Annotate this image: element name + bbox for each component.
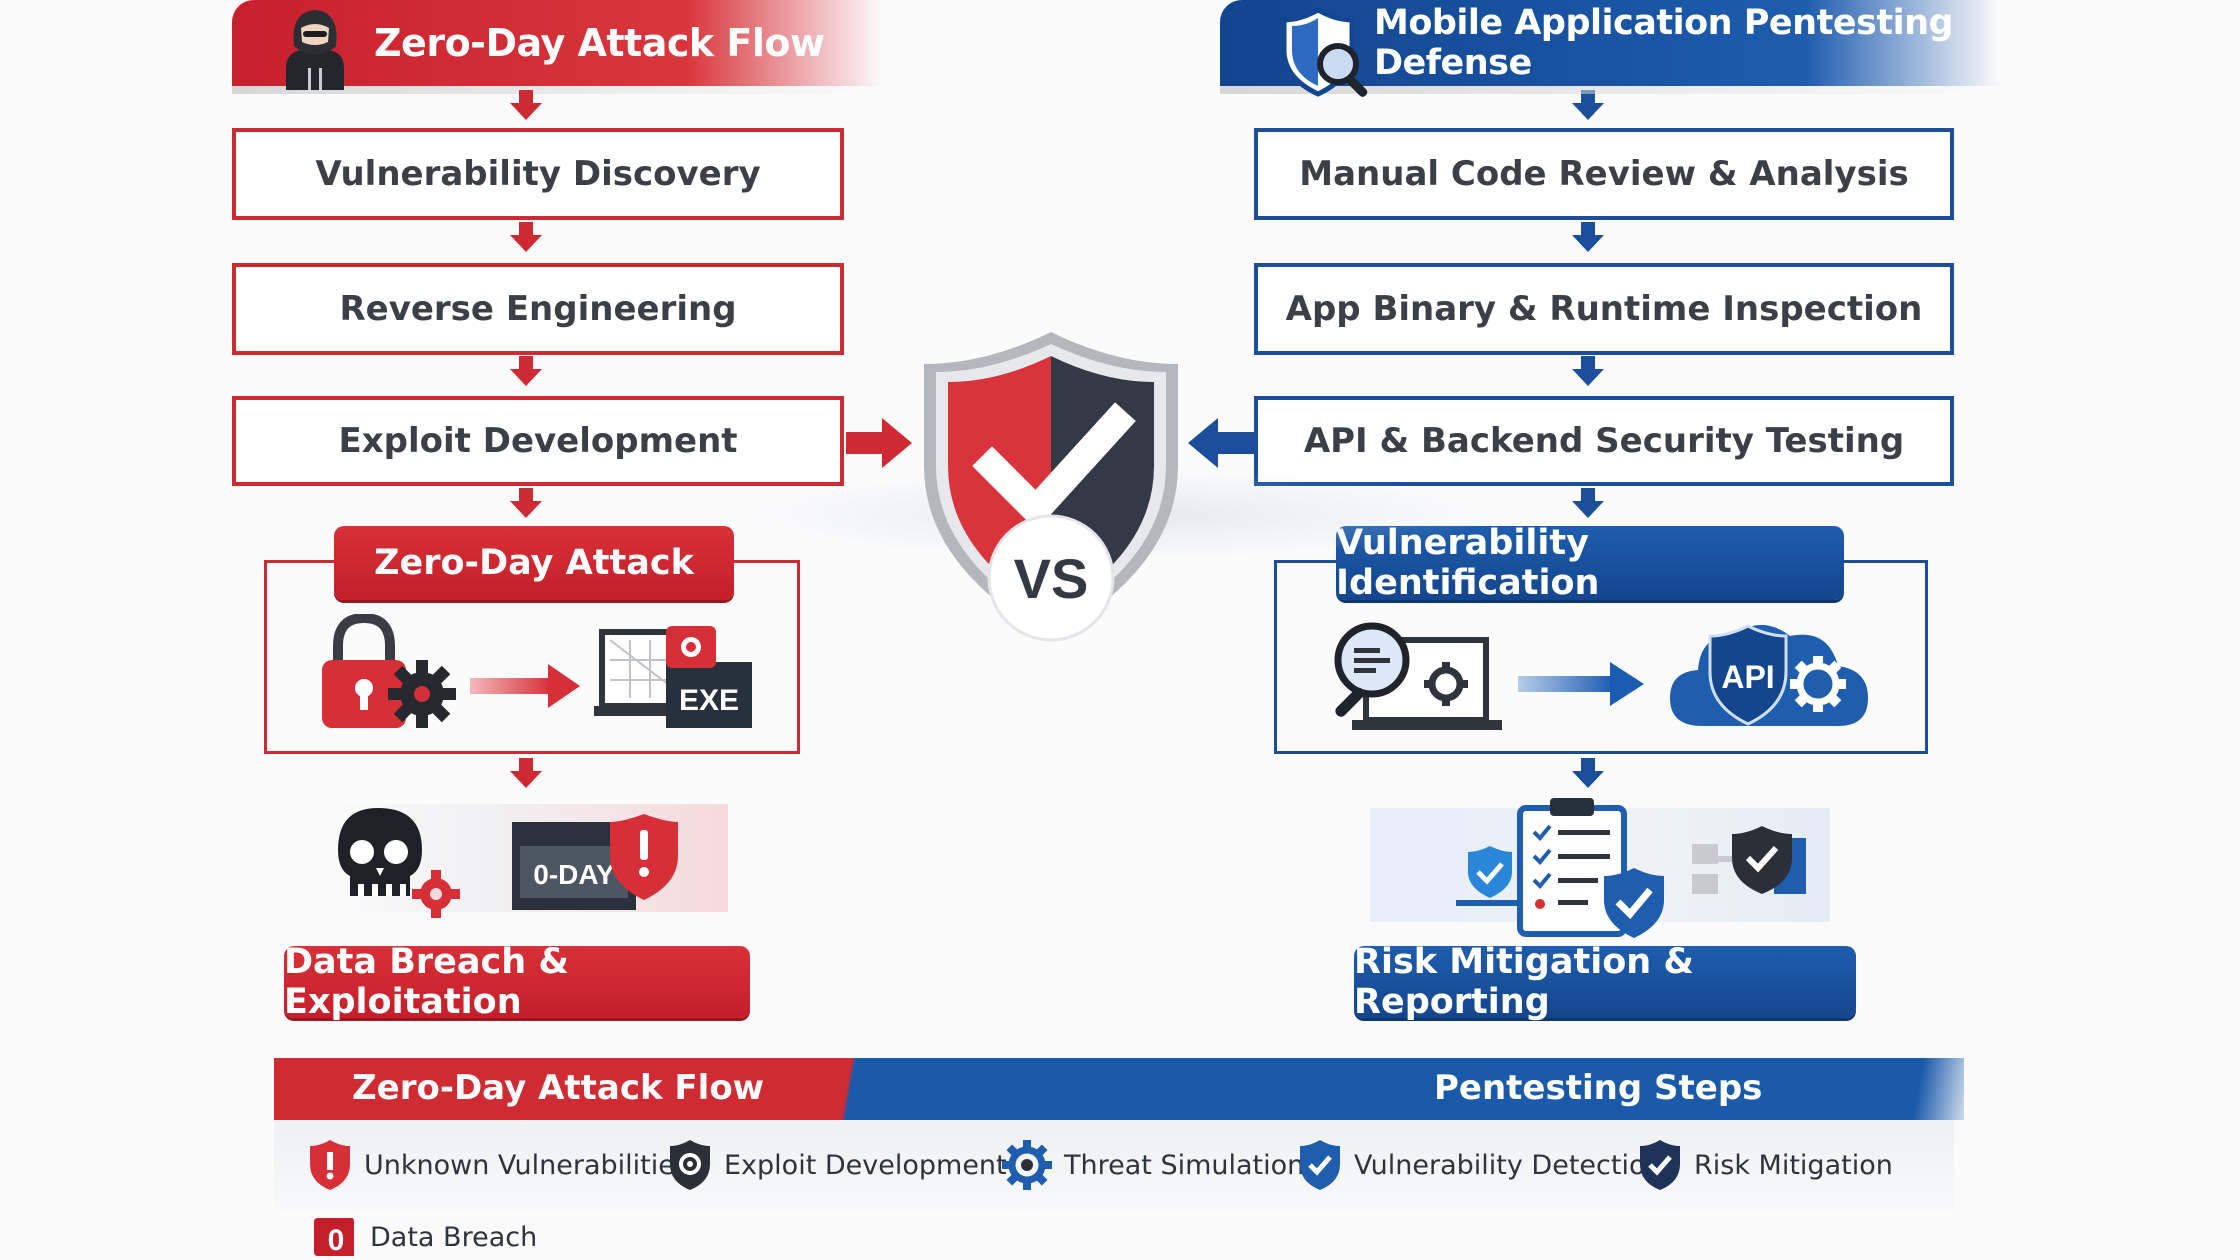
arrow-down bbox=[510, 488, 542, 518]
arrow-down bbox=[1572, 758, 1604, 788]
legend-item-vulnerability-detection: Vulnerability Detection bbox=[1298, 1138, 1663, 1192]
arrow-down bbox=[510, 758, 542, 788]
defense-title: Mobile Application Pentesting Defense bbox=[1374, 3, 1954, 83]
legend-item-risk-mitigation: Risk Mitigation bbox=[1638, 1138, 1893, 1192]
step-label: App Binary & Runtime Inspection bbox=[1285, 289, 1923, 329]
hacker-icon bbox=[286, 10, 344, 90]
header-shadow bbox=[1220, 86, 2000, 94]
gear-icon bbox=[1002, 1140, 1052, 1190]
zero-day-attack-label: Zero-Day Attack bbox=[374, 543, 694, 583]
padlock-gear-icon bbox=[322, 614, 456, 728]
vulnerability-identification-label: Vulnerability Identification bbox=[1336, 523, 1600, 603]
step-app-binary-inspection: App Binary & Runtime Inspection bbox=[1254, 263, 1954, 355]
check-shield-dark-icon bbox=[1640, 1140, 1680, 1190]
legend-label: Exploit Development bbox=[724, 1149, 1007, 1181]
data-breach-label: Data Breach & Exploitation bbox=[284, 942, 569, 1022]
zero-day-screen-icon: 0-DAY bbox=[512, 814, 678, 910]
arrow-right-red bbox=[846, 418, 912, 468]
zero-day-label: 0-DAY bbox=[533, 859, 615, 890]
risk-mitigation-result: Risk Mitigation & Reporting bbox=[1354, 942, 1856, 1022]
api-cloud-icon: API bbox=[1670, 624, 1868, 726]
skull-icon bbox=[338, 808, 460, 918]
legend-item-threat-simulation: Threat Simulation bbox=[1002, 1140, 1304, 1190]
check-shield-icon bbox=[1300, 1140, 1340, 1190]
legend-label: Unknown Vulnerabilities bbox=[364, 1149, 689, 1181]
header-shadow bbox=[232, 86, 882, 94]
step-label: Vulnerability Discovery bbox=[315, 154, 761, 194]
step-manual-code-review: Manual Code Review & Analysis bbox=[1254, 128, 1954, 220]
step-exploit-development: Exploit Development bbox=[232, 396, 844, 486]
legend-label: Risk Mitigation bbox=[1694, 1149, 1893, 1181]
step-label: Manual Code Review & Analysis bbox=[1299, 154, 1909, 194]
risk-mitigation-label: Risk Mitigation & Reporting bbox=[1354, 942, 1694, 1022]
center-vs-shield: VS bbox=[924, 332, 1178, 642]
legend-label: Threat Simulation bbox=[1064, 1149, 1305, 1181]
vs-label: VS bbox=[1014, 547, 1089, 610]
legend-attack-title: Zero-Day Attack Flow bbox=[352, 1068, 765, 1108]
legend-item-exploit-development: Exploit Development bbox=[668, 1138, 1007, 1192]
arrow-down bbox=[1572, 356, 1604, 386]
legend-pentest-title: Pentesting Steps bbox=[1434, 1068, 1763, 1108]
arrow-down bbox=[1572, 90, 1604, 120]
legend-label: Data Breach bbox=[370, 1221, 538, 1253]
zero-day-attack-title: Zero-Day Attack bbox=[334, 526, 734, 600]
api-label: API bbox=[1721, 659, 1774, 695]
exploit-shield-icon bbox=[670, 1140, 710, 1190]
arrow-down bbox=[510, 90, 542, 120]
data-breach-result: Data Breach & Exploitation bbox=[284, 942, 750, 1022]
code-scan-laptop-icon bbox=[1334, 622, 1502, 730]
arrow-down bbox=[510, 356, 542, 386]
arrow-down bbox=[1572, 488, 1604, 518]
legend-label: Vulnerability Detection bbox=[1354, 1149, 1663, 1181]
arrow-right-blue-gradient bbox=[1518, 662, 1644, 706]
vulnerability-identification-title: Vulnerability Identification bbox=[1336, 523, 1844, 603]
laptop-exe-icon: EXE bbox=[594, 626, 752, 728]
step-label: Reverse Engineering bbox=[339, 289, 737, 329]
step-label: Exploit Development bbox=[338, 421, 738, 461]
zero-badge-icon: 0 bbox=[314, 1218, 354, 1257]
exe-label: EXE bbox=[679, 684, 739, 717]
zero-badge-label: 0 bbox=[328, 1224, 345, 1257]
arrow-down bbox=[510, 222, 542, 252]
attack-flow-title: Zero-Day Attack Flow bbox=[374, 21, 825, 65]
step-api-backend-testing: API & Backend Security Testing bbox=[1254, 396, 1954, 486]
arrow-left-blue bbox=[1188, 418, 1254, 468]
arrow-down bbox=[1572, 222, 1604, 252]
shield-magnifier-icon bbox=[1281, 7, 1368, 97]
alert-shield-icon bbox=[310, 1140, 350, 1190]
legend-title-bar: Zero-Day Attack Flow Pentesting Steps bbox=[274, 1058, 1964, 1120]
checklist-report-icon bbox=[1456, 798, 1806, 938]
arrow-right-gradient bbox=[470, 664, 580, 708]
legend-item-data-breach: 0 Data Breach bbox=[312, 1214, 537, 1260]
legend-item-unknown-vulnerabilities: Unknown Vulnerabilities bbox=[308, 1138, 689, 1192]
step-vulnerability-discovery: Vulnerability Discovery bbox=[232, 128, 844, 220]
step-label: API & Backend Security Testing bbox=[1303, 421, 1905, 461]
step-reverse-engineering: Reverse Engineering bbox=[232, 263, 844, 355]
